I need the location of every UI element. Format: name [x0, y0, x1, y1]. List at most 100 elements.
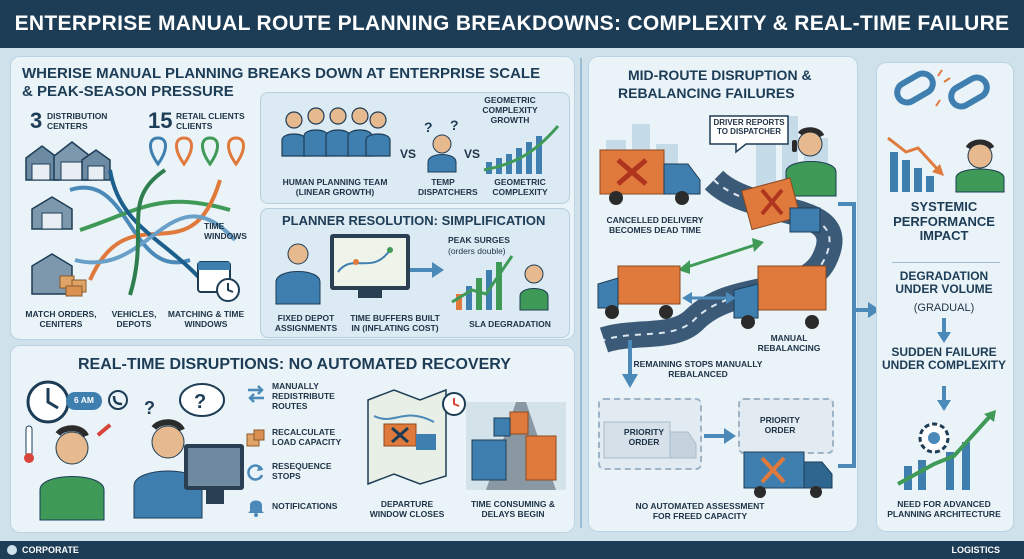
planner-resolution-heading: PLANNER RESOLUTION: SIMPLIFICATION [282, 213, 546, 228]
clients-label: RETAIL CLIENTS CLIENTS [176, 111, 245, 131]
swap-arrow [682, 292, 736, 304]
priority-order-box-2 [738, 398, 834, 454]
step-redistribute-routes: MANUALLY REDISTRIBUTE ROUTES [272, 381, 335, 411]
location-pin-icons [149, 136, 245, 167]
alarm-clock-icon [26, 380, 70, 424]
peak-surges-label: PEAK SURGES [448, 235, 510, 245]
map-truck-timer-icon [367, 388, 466, 486]
systemic-heading: SYSTEMIC PERFORMANCE IMPACT [893, 199, 995, 244]
step-recalculate-load: RECALCULATE LOAD CAPACITY [272, 427, 342, 447]
ghost-truck-icon [603, 421, 697, 459]
down-arrow-systemic-2 [937, 386, 951, 411]
down-arrow-systemic-1 [937, 318, 951, 343]
human-team-icon [281, 107, 391, 157]
manual-rebalancing-label: MANUAL REBALANCING [757, 333, 821, 353]
midroute-heading-line2: REBALANCING FAILURES [618, 85, 795, 101]
corporate-logo-icon [7, 545, 17, 555]
sudden-failure-label: SUDDEN FAILURE UNDER COMPLEXITY [881, 345, 1006, 373]
truck-right-icon [733, 265, 827, 329]
clients-count: 15 [148, 108, 173, 133]
worried-person-icon [955, 139, 1005, 193]
disruptions-heading: REAL-TIME DISRUPTIONS: NO AUTOMATED RECO… [78, 356, 511, 373]
calendar-clock-icon [197, 261, 240, 302]
svg-text:?: ? [424, 119, 433, 135]
time-windows-label: TIME WINDOWS [204, 221, 247, 241]
vs-label-1: VS [400, 147, 417, 161]
cancelled-truck-road-icon [741, 177, 821, 233]
peak-surge-chart-icon [451, 255, 549, 311]
vs-label-2: VS [464, 147, 481, 161]
footer-left-label: CORPORATE [22, 545, 79, 555]
degradation-label: DEGRADATION UNDER VOLUME [895, 269, 993, 297]
cancelled-truck-bottom-icon [743, 451, 833, 498]
footer-right-label: LOGISTICS [951, 545, 1000, 555]
load-capacity-icon [246, 429, 265, 447]
flow-connector-arrow [838, 202, 880, 468]
warehouse-icon [31, 196, 73, 230]
scale-heading-line2: & PEAK-SEASON PRESSURE [22, 83, 234, 100]
need-advanced-label: NEED FOR ADVANCED PLANNING ARCHITECTURE [887, 499, 1001, 519]
section-divider [580, 58, 582, 528]
phone-icon [108, 390, 128, 410]
cancelled-truck-icon [599, 149, 701, 205]
dc-count: 3 [30, 108, 43, 133]
clock-time-label: 6 AM [74, 395, 94, 405]
temp-dispatcher-icon: ? ? [424, 117, 459, 173]
priority-order-label-2: PRIORITY ORDER [759, 415, 801, 435]
geometric-growth-chart-icon [483, 125, 560, 174]
time-buffers-label: TIME BUFFERS BUILT IN (INFLATING COST) [350, 313, 440, 333]
systemic-divider-1 [892, 262, 1000, 263]
svg-text:?: ? [194, 391, 206, 413]
cancelled-delivery-label: CANCELLED DELIVERY BECOMES DEAD TIME [606, 215, 704, 235]
human-team-label: HUMAN PLANNING TEAM (LINEAR GROWTH) [282, 177, 388, 197]
matching-time-windows-label: MATCHING & TIME WINDOWS [167, 309, 245, 329]
no-automated-assessment-label: NO AUTOMATED ASSESSMENT FOR FREED CAPACI… [635, 501, 765, 521]
driver-reports-label: DRIVER REPORTS TO DISPATCHER [713, 118, 785, 137]
down-arrow [622, 340, 638, 388]
time-consuming-label: TIME CONSUMING & DELAYS BEGIN [470, 499, 556, 519]
notification-bell-icon [248, 500, 264, 517]
confused-dispatcher-icon: ? ? [133, 383, 244, 519]
planner-at-computer-icon [275, 234, 410, 305]
redistribute-routes-icon [248, 385, 264, 403]
systemic-panel [876, 62, 1014, 532]
speech-bubble [709, 115, 789, 154]
temp-dispatchers-label: TEMP DISPATCHERS [418, 177, 478, 197]
priority-order-label-1: PRIORITY ORDER [623, 427, 665, 447]
vehicles-depots-label: VEHICLES, DEPOTS [111, 309, 157, 329]
broken-chain-icon [894, 69, 990, 110]
step-resequence-stops: RESEQUENCE STOPS [272, 461, 332, 481]
footer-bar: CORPORATE LOGISTICS [0, 541, 1024, 559]
sick-worker-icon [24, 423, 112, 521]
orders-double-label: (orders double) [448, 246, 506, 256]
declining-chart-icon [887, 136, 944, 192]
planner-resolution-box [260, 208, 570, 338]
scale-heading-line1: WHERISE MANUAL PLANNING BREAKS DOWN AT E… [22, 65, 541, 82]
arrow-to-priority [704, 428, 736, 444]
geometric-growth-label: GEOMETRIC COMPLEXITY GROWTH [482, 95, 538, 125]
gradual-label: (GRADUAL) [913, 302, 975, 314]
driver-phone-icon [785, 127, 837, 197]
truck-traffic-icon [466, 402, 566, 490]
midroute-heading-line1: MID-ROUTE DISRUPTION & [628, 67, 812, 83]
resequence-icon [247, 464, 264, 481]
dc-label: DISTRIBUTION CENTERS [47, 111, 108, 131]
step-notifications: NOTIFICATIONS [272, 501, 338, 511]
sla-degradation-label: SLA DEGRADATION [469, 319, 551, 329]
svg-text:?: ? [450, 117, 459, 133]
arrow-right-icon [410, 262, 444, 278]
title-bar: ENTERPRISE MANUAL ROUTE PLANNING BREAKDO… [0, 0, 1024, 48]
truck-left-icon [597, 265, 681, 319]
warehouse-boxes-icon [31, 253, 87, 297]
rebalance-arrow [678, 238, 764, 274]
remaining-stops-label: REMAINING STOPS MANUALLY REBALANCED [633, 359, 763, 379]
fixed-depot-label: FIXED DEPOT ASSIGNMENTS [274, 313, 338, 333]
match-orders-label: MATCH ORDERS, CENITERS [25, 309, 97, 329]
clock-time-badge [66, 392, 102, 410]
geometric-complexity-label: GEOMETRIC COMPLEXITY [492, 177, 548, 197]
svg-text:?: ? [144, 398, 155, 418]
departure-window-label: DEPARTURE WINDOW CLOSES [369, 499, 445, 519]
route-tangle-diagram [69, 168, 237, 296]
warehouse-icons [25, 141, 111, 181]
growth-gear-chart-icon [897, 410, 996, 490]
